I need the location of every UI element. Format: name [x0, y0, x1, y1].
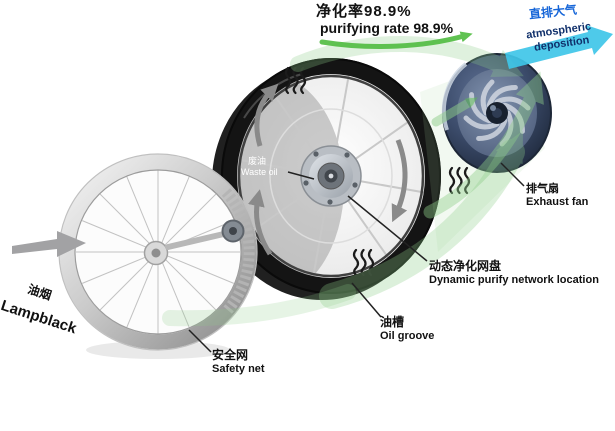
leader-dynamic-disc	[347, 195, 428, 262]
leader-waste-oil	[287, 171, 315, 180]
purify-disc	[212, 58, 441, 300]
leader-safety-net	[188, 329, 212, 353]
safety-net-wheel	[58, 153, 258, 351]
leader-lines	[188, 162, 525, 353]
label-exhaust-fan-en: Exhaust fan	[526, 196, 589, 208]
leader-oil-groove	[351, 282, 382, 318]
label-oil-groove-en: Oil groove	[380, 330, 435, 342]
label-waste-oil-zh: 废油	[248, 156, 267, 166]
steam-icon	[352, 248, 375, 277]
label-safety-net-en: Safety net	[212, 363, 265, 375]
leader-exhaust-fan	[500, 162, 525, 187]
label-exhaust-fan-zh: 排气扇	[526, 183, 559, 195]
atmosphere-exhaust-arrow	[505, 25, 613, 69]
label-waste-oil-en: Waste oil	[241, 167, 278, 177]
title-zh: 净化率98.9%	[316, 3, 412, 20]
disc-hub	[300, 145, 362, 207]
title-en: purifying rate 98.9%	[320, 20, 454, 36]
label-dynamic-disc-en: Dynamic purify network location	[429, 274, 599, 286]
label-dynamic-disc-zh: 动态净化网盘	[429, 259, 502, 273]
rate-underline	[319, 31, 473, 50]
rotation-arrows	[248, 83, 408, 256]
lampblack-intake-arrow	[12, 231, 86, 257]
steam-icon	[284, 66, 307, 95]
label-safety-net-zh: 安全网	[212, 348, 249, 362]
label-oil-groove-zh: 油槽	[380, 315, 405, 329]
steam-icon	[448, 166, 471, 195]
